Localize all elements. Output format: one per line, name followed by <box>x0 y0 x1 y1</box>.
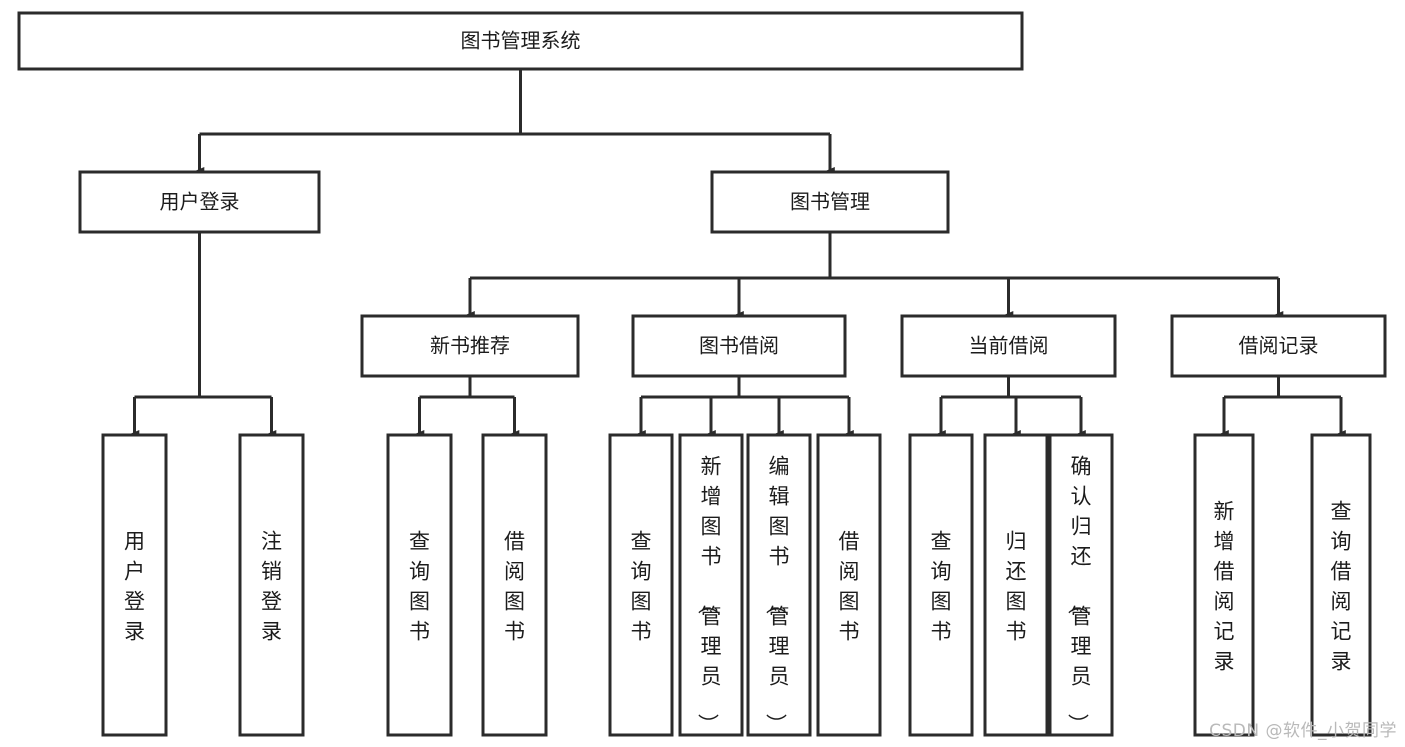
node-box-borrow-record[interactable] <box>1170 314 1387 378</box>
node-box-user-login[interactable] <box>78 170 321 234</box>
node-label-leaf-confirm-return-admin: 确认归还（管理员） <box>1066 454 1092 734</box>
node-leaf-query-book-3[interactable]: 查询图书 <box>908 433 974 737</box>
node-leaf-return-book[interactable]: 归还图书 <box>983 433 1049 737</box>
connector-group-root <box>194 69 835 176</box>
node-box-leaf-return-book[interactable] <box>983 433 1049 737</box>
node-box-leaf-borrow-book-1[interactable] <box>481 433 548 737</box>
node-current-borrow[interactable]: 当前借阅 <box>900 314 1117 378</box>
node-label-book-borrow: 图书借阅 <box>699 334 779 358</box>
connector-group-new-book-recommend <box>414 376 520 439</box>
node-box-book-borrow[interactable] <box>631 314 847 378</box>
node-root[interactable]: 图书管理系统 <box>17 11 1024 71</box>
node-label-leaf-query-book-2: 查询图书 <box>631 529 652 643</box>
node-label-borrow-record: 借阅记录 <box>1239 334 1319 358</box>
node-box-leaf-add-borrow-record[interactable] <box>1193 433 1255 737</box>
node-leaf-add-borrow-record[interactable]: 新增借阅记录 <box>1193 433 1255 737</box>
connector-group-book-borrow <box>636 376 854 439</box>
node-label-current-borrow: 当前借阅 <box>969 334 1049 358</box>
node-leaf-query-book-2[interactable]: 查询图书 <box>608 433 674 737</box>
csdn-watermark: CSDN @软件_小贺同学 <box>1209 721 1397 741</box>
node-label-leaf-query-book-3: 查询图书 <box>931 529 952 643</box>
node-box-root[interactable] <box>17 11 1024 71</box>
node-layer: 图书管理系统用户登录图书管理新书推荐图书借阅当前借阅借阅记录用户登录注销登录查询… <box>17 11 1387 737</box>
node-leaf-confirm-return-admin[interactable]: 确认归还（管理员） <box>1048 433 1114 737</box>
node-label-book-manage: 图书管理 <box>790 190 870 214</box>
node-label-leaf-add-book-admin: 新增图书（管理员） <box>696 454 722 734</box>
node-label-leaf-edit-book-admin: 编辑图书（管理员） <box>764 454 790 734</box>
node-box-leaf-edit-book-admin[interactable] <box>746 433 812 737</box>
node-leaf-query-book-1[interactable]: 查询图书 <box>386 433 453 737</box>
node-label-new-book-recommend: 新书推荐 <box>430 334 510 358</box>
node-new-book-recommend[interactable]: 新书推荐 <box>360 314 580 378</box>
node-box-current-borrow[interactable] <box>900 314 1117 378</box>
node-box-leaf-logout[interactable] <box>238 433 305 737</box>
node-leaf-borrow-book-2[interactable]: 借阅图书 <box>816 433 882 737</box>
node-label-leaf-query-borrow-record: 查询借阅记录 <box>1331 499 1352 673</box>
node-box-leaf-add-book-admin[interactable] <box>678 433 744 737</box>
node-box-leaf-query-book-1[interactable] <box>386 433 453 737</box>
connector-group-user-login <box>129 232 277 439</box>
node-user-login[interactable]: 用户登录 <box>78 170 321 234</box>
node-box-leaf-query-book-3[interactable] <box>908 433 974 737</box>
connector-group-borrow-record <box>1219 376 1346 439</box>
node-label-leaf-borrow-book-1: 借阅图书 <box>504 529 525 643</box>
node-leaf-logout[interactable]: 注销登录 <box>238 433 305 737</box>
node-box-leaf-confirm-return-admin[interactable] <box>1048 433 1114 737</box>
connector-group-book-manage <box>465 232 1284 320</box>
node-label-user-login: 用户登录 <box>160 190 240 214</box>
node-box-leaf-user-login[interactable] <box>101 433 168 737</box>
node-box-book-manage[interactable] <box>710 170 950 234</box>
node-label-leaf-query-book-1: 查询图书 <box>409 529 430 643</box>
node-box-leaf-query-borrow-record[interactable] <box>1310 433 1372 737</box>
node-leaf-user-login[interactable]: 用户登录 <box>101 433 168 737</box>
node-box-leaf-query-book-2[interactable] <box>608 433 674 737</box>
node-label-leaf-return-book: 归还图书 <box>1006 529 1027 643</box>
node-leaf-add-book-admin[interactable]: 新增图书（管理员） <box>678 433 744 737</box>
node-label-leaf-user-login: 用户登录 <box>124 529 145 643</box>
node-book-manage[interactable]: 图书管理 <box>710 170 950 234</box>
node-borrow-record[interactable]: 借阅记录 <box>1170 314 1387 378</box>
node-box-new-book-recommend[interactable] <box>360 314 580 378</box>
node-label-root: 图书管理系统 <box>461 29 581 53</box>
connector-layer <box>129 69 1346 439</box>
node-label-leaf-add-borrow-record: 新增借阅记录 <box>1214 499 1235 673</box>
node-leaf-edit-book-admin[interactable]: 编辑图书（管理员） <box>746 433 812 737</box>
node-label-leaf-logout: 注销登录 <box>261 529 282 643</box>
connector-group-current-borrow <box>936 376 1086 439</box>
node-leaf-borrow-book-1[interactable]: 借阅图书 <box>481 433 548 737</box>
node-box-leaf-borrow-book-2[interactable] <box>816 433 882 737</box>
node-leaf-query-borrow-record[interactable]: 查询借阅记录 <box>1310 433 1372 737</box>
node-book-borrow[interactable]: 图书借阅 <box>631 314 847 378</box>
node-label-leaf-borrow-book-2: 借阅图书 <box>839 529 860 643</box>
